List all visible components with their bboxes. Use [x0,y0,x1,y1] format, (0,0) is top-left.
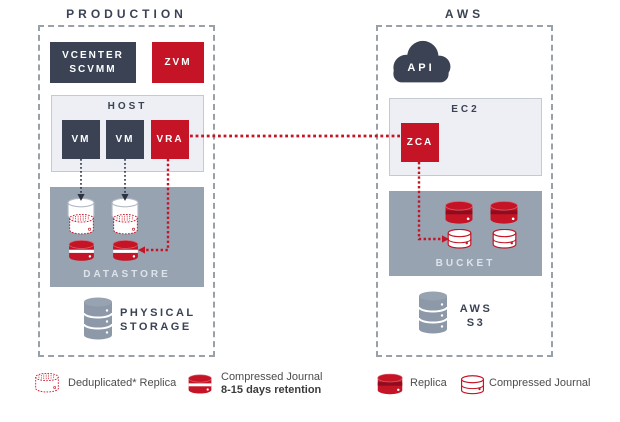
zca-box: ZCA [401,123,439,162]
physical-storage-label: PHYSICAL STORAGE [120,306,196,334]
compressed-journal-retention-cylinder-icon [187,371,213,399]
zca-label: ZCA [406,136,434,148]
compressed-journal-cylinder-icon [460,373,485,398]
s3-label-line1: AWS [459,303,493,315]
datastore-label: DATASTORE [83,269,171,280]
vm2-box: VM [106,120,144,159]
physical-label-line1: PHYSICAL [120,307,196,319]
production-title: PRODUCTION [66,7,187,21]
compressed-journal-cylinder-icon [446,229,473,250]
host-label: HOST [107,101,148,112]
api-label: API [407,62,435,74]
replica-cylinder-icon [488,201,520,226]
deduplicated-replica-cylinder-icon [112,214,139,236]
legend-replica-label: Replica [410,377,447,389]
compressed-journal-retention-cylinder-icon [67,240,96,263]
compressed-journal-cylinder-icon [491,229,518,250]
replica-cylinder-icon [443,201,475,226]
physical-storage-stack-icon [82,296,114,342]
replica-cylinder-icon [376,371,404,399]
ec2-label: EC2 [451,104,480,115]
vra-label: VRA [156,133,184,145]
legend-compressed-journal-label: Compressed Journal [489,377,591,389]
aws-boundary [376,25,553,357]
legend-deduplicated-replica-label: Deduplicated* Replica [68,377,177,389]
vm1-box: VM [62,120,100,159]
s3-label-line2: S3 [466,317,486,329]
aws-s3-stack-icon [417,290,449,336]
zvm-label: ZVM [164,56,192,68]
bucket-label: BUCKET [435,258,496,269]
physical-label-line2: STORAGE [120,321,192,333]
production-boundary [38,25,215,357]
vcenter-label: VCENTER [62,49,124,61]
legend-compressed-journal-retention-label: Compressed Journal [221,371,323,383]
compressed-journal-retention-cylinder-icon [111,240,140,263]
vcenter-scvmm-box: VCENTER SCVMM [50,42,136,83]
aws-s3-label: AWS S3 [456,302,496,330]
vra-box: VRA [151,120,189,159]
vm2-label: VM [115,133,135,145]
vm1-label: VM [71,133,91,145]
aws-title: AWS [444,7,485,21]
legend-retention-sublabel: 8-15 days retention [221,384,322,396]
scvmm-label: SCVMM [69,63,117,75]
deduplicated-replica-cylinder-icon [34,373,60,394]
zvm-box: ZVM [152,42,204,83]
legend-compressed-journal-retention: Compressed Journal 8-15 days retention [221,371,323,397]
deduplicated-replica-cylinder-icon [68,214,95,236]
